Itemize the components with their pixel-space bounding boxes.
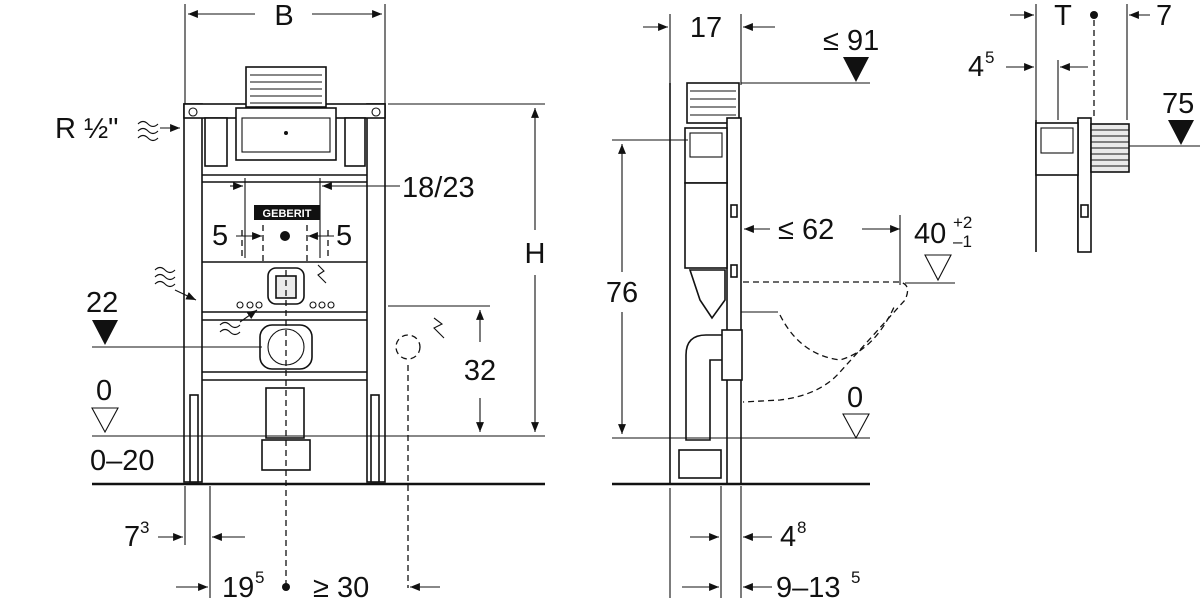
dim-5-5: 5 5 <box>212 220 352 262</box>
label-17: 17 <box>690 12 722 44</box>
label-19-sup: 5 <box>255 568 264 587</box>
label-7-sup: 3 <box>140 518 149 537</box>
dim-bottom-side: 4 8 9–13 5 <box>669 486 860 600</box>
label-9-13-base: 9–13 <box>776 572 841 600</box>
floor-left: 0 0–20 <box>90 375 545 486</box>
wc-bowl <box>742 281 909 403</box>
front-view: B <box>55 0 545 600</box>
dim-b: B <box>184 0 386 110</box>
dim-17: 17 <box>643 12 775 85</box>
dim-t: T 7 <box>1010 0 1172 120</box>
label-4-5-base: 4 <box>968 51 984 83</box>
electrical-socket <box>395 317 445 588</box>
dim-76: 76 <box>606 139 688 434</box>
dim-le-62: ≤ 62 <box>744 214 901 285</box>
label-r-half: R ½" <box>55 113 118 145</box>
label-19-base: 19 <box>222 572 254 600</box>
dim-75: 75 <box>1129 88 1200 147</box>
water-supply: R ½" <box>55 113 180 145</box>
label-zero-mid: 0 <box>847 382 863 414</box>
dim-32: 32 <box>388 305 496 432</box>
side-view: 17 ≤ 91 <box>606 12 973 600</box>
geberit-plate: GEBERIT <box>254 205 320 220</box>
label-7-right: 7 <box>1156 0 1172 32</box>
cistern-top <box>204 66 366 167</box>
label-7-base: 7 <box>124 521 140 553</box>
dim-4-5: 4 5 <box>968 48 1088 120</box>
floor-mid: 0 <box>612 382 870 486</box>
label-le-91: ≤ 91 <box>823 25 879 57</box>
label-zero-left: 0 <box>96 375 112 407</box>
label-le-62: ≤ 62 <box>778 214 834 246</box>
dim-18-23: 18/23 <box>230 172 475 258</box>
label-18-23: 18/23 <box>402 172 475 204</box>
label-40-minus: –1 <box>953 232 972 251</box>
detail-view: T 7 4 5 <box>968 0 1200 253</box>
label-h: H <box>525 238 546 270</box>
label-range-0-20: 0–20 <box>90 445 155 477</box>
label-geberit: GEBERIT <box>263 208 312 220</box>
label-4-8-sup: 8 <box>797 518 806 537</box>
label-five-right: 5 <box>336 220 352 252</box>
dim-40: 40 +2 –1 <box>905 213 972 284</box>
dim-bottom-left: 7 3 19 5 ≥ 30 <box>124 486 440 600</box>
label-9-13-sup: 5 <box>851 568 860 587</box>
label-t: T <box>1054 0 1072 32</box>
detail-frame <box>1035 117 1130 253</box>
dim-le-91: ≤ 91 <box>741 25 879 84</box>
label-4-5-sup: 5 <box>985 48 994 67</box>
label-b: B <box>274 0 293 32</box>
side-frame <box>669 82 778 485</box>
label-4-8-base: 4 <box>780 521 796 553</box>
label-40-base: 40 <box>914 218 946 250</box>
label-22: 22 <box>86 287 118 319</box>
label-32: 32 <box>464 355 496 387</box>
drain-assembly <box>154 264 335 588</box>
label-ge-30: ≥ 30 <box>313 572 369 600</box>
dim-h: H <box>388 103 546 432</box>
label-75: 75 <box>1162 88 1194 120</box>
label-40-plus: +2 <box>953 213 972 232</box>
label-five-left: 5 <box>212 220 228 252</box>
dim-22: 22 <box>86 287 262 348</box>
label-76: 76 <box>606 277 638 309</box>
